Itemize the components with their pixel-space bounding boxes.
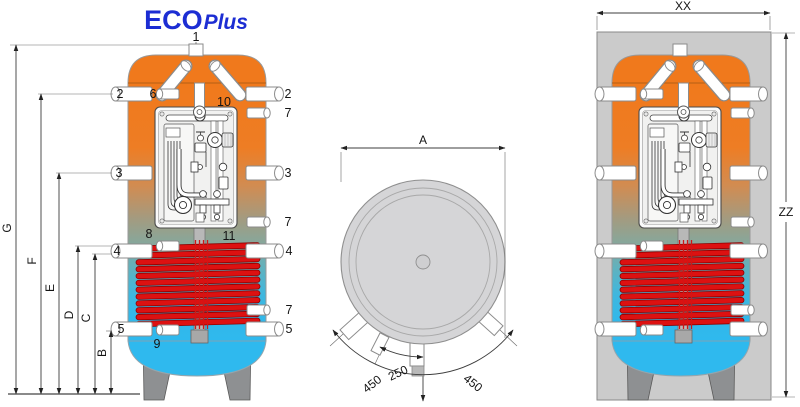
dim-label-E: E [43, 284, 57, 292]
label-conn-11: 11 [223, 229, 236, 243]
front-tank-drawing [111, 44, 284, 400]
brand-logo-plus: Plus [204, 11, 248, 34]
label-arc-450-left: 450 [360, 372, 385, 396]
label-conn-9: 9 [154, 337, 161, 351]
boxed-tank-drawing [595, 44, 768, 400]
label-conn-7b: 7 [285, 215, 292, 229]
label-dim-A: A [419, 133, 427, 147]
label-conn-3-right: 3 [285, 166, 292, 180]
dim-label-D: D [62, 310, 76, 319]
label-conn-7c: 7 [286, 303, 293, 317]
label-conn-10: 10 [217, 95, 231, 109]
label-arc-250: 250 [386, 362, 410, 383]
top-view: A 450 250 450 [329, 133, 518, 402]
boxed-view: XX ZZ [595, 0, 795, 400]
top-view-tank-circle [340, 179, 506, 345]
label-conn-2-left: 2 [117, 87, 124, 101]
front-view: G F E D C B 1 2 6 3 8 4 5 9 2 7 3 7 4 7 … [0, 30, 293, 400]
dim-label-B: B [95, 349, 109, 357]
dim-label-F: F [25, 257, 39, 264]
label-conn-1: 1 [193, 30, 200, 44]
label-dim-ZZ: ZZ [779, 205, 794, 219]
label-conn-3-left: 3 [116, 166, 123, 180]
dim-label-C: C [79, 313, 93, 322]
label-arc-450-right: 450 [461, 371, 486, 395]
diameter-dimension: A [340, 133, 506, 338]
connection-labels: 1 2 6 3 8 4 5 9 2 7 3 7 4 7 5 10 11 [114, 30, 293, 351]
label-conn-5-left: 5 [118, 322, 125, 336]
brand-logo: ECOPlus [144, 5, 248, 35]
boxed-height-dimension: ZZ [772, 32, 795, 398]
dim-label-G: G [0, 223, 14, 232]
label-conn-6: 6 [150, 87, 157, 101]
label-conn-8: 8 [146, 227, 153, 241]
label-conn-2-right: 2 [285, 87, 292, 101]
width-dimension: XX [596, 0, 771, 30]
label-conn-7a: 7 [285, 106, 292, 120]
label-conn-4-left: 4 [114, 244, 121, 258]
brand-logo-eco: ECO [144, 5, 203, 35]
label-conn-4-right: 4 [286, 244, 293, 258]
label-conn-5-right: 5 [286, 322, 293, 336]
height-dimension-lines: G F E D C B [0, 44, 189, 395]
label-dim-XX: XX [675, 0, 691, 13]
